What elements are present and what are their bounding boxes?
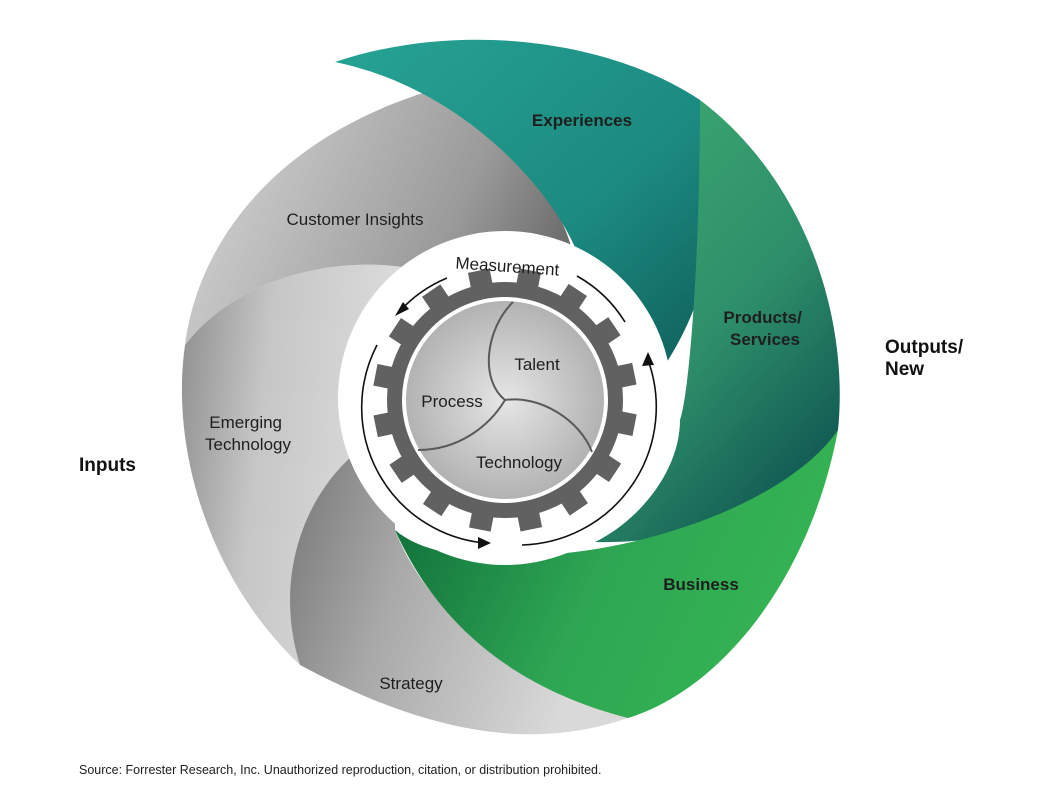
- label-outputs-line2: New: [885, 359, 924, 380]
- divider-left: [417, 399, 506, 451]
- label-products-line1: Products/: [723, 308, 802, 327]
- label-emerging-technology: Emerging Technology: [205, 413, 292, 454]
- divider-top: [487, 301, 514, 401]
- label-outputs-new: Outputs/ New: [885, 337, 968, 380]
- cycle-arc-top-right: [576, 275, 626, 323]
- arrowhead-top-left: [395, 302, 409, 316]
- core-dividers: [417, 301, 593, 453]
- arrowhead-right: [642, 352, 654, 366]
- divider-right: [504, 398, 593, 453]
- segment-business: [395, 430, 838, 718]
- label-products-services: Products/ Services: [723, 308, 806, 349]
- label-experiences: Experiences: [532, 111, 632, 130]
- source-note: Source: Forrester Research, Inc. Unautho…: [79, 763, 602, 777]
- segment-products-services: [595, 100, 840, 543]
- label-customer-insights: Customer Insights: [287, 210, 424, 229]
- label-outputs-line1: Outputs/: [885, 337, 964, 358]
- label-business: Business: [663, 575, 739, 594]
- label-talent: Talent: [514, 355, 560, 374]
- segment-customer-insights: [185, 88, 572, 345]
- label-process: Process: [421, 392, 482, 411]
- cycle-arrowheads: [395, 302, 654, 549]
- arrowhead-bottom: [478, 537, 491, 549]
- cycle-arc-left: [360, 344, 485, 544]
- label-emerging-line1: Emerging: [209, 413, 282, 432]
- label-products-line2: Services: [730, 330, 800, 349]
- cycle-arc-right: [521, 359, 658, 546]
- label-strategy: Strategy: [379, 674, 443, 693]
- label-emerging-line2: Technology: [205, 435, 292, 454]
- label-technology: Technology: [476, 453, 563, 472]
- gear: [373, 268, 637, 532]
- label-inputs: Inputs: [79, 455, 136, 476]
